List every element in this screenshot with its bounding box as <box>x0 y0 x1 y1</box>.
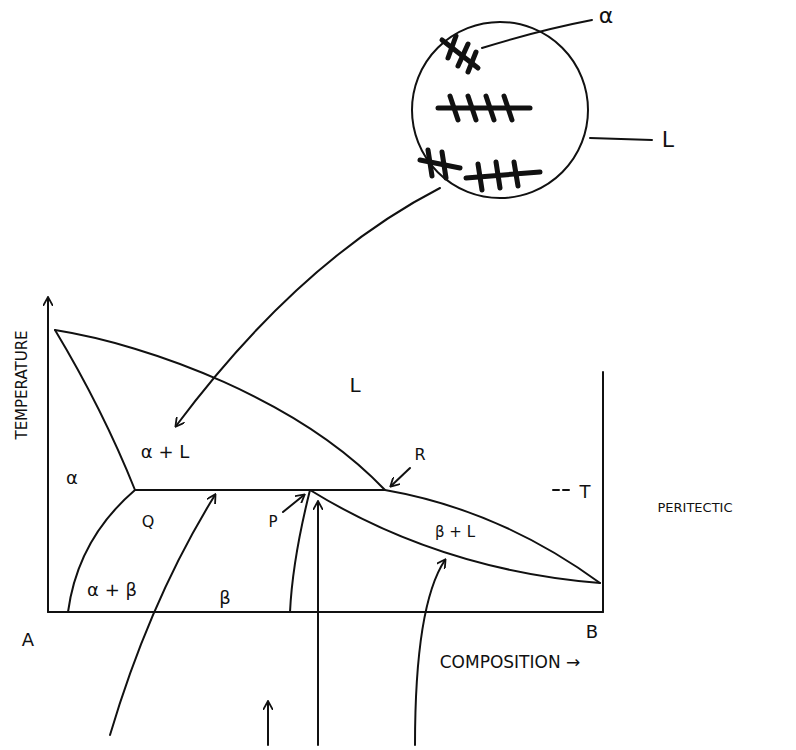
region-label: L <box>347 374 362 396</box>
component-label: B <box>584 622 600 642</box>
temperature-label: PERITECTIC <box>655 501 734 515</box>
temperature-label: T <box>578 482 593 502</box>
region-label: α <box>64 468 80 488</box>
pointer-arrow <box>176 188 440 426</box>
region-label: α + β <box>85 580 139 600</box>
point-label: P <box>266 514 279 531</box>
pointer-arrow <box>110 495 215 735</box>
point-label: R <box>412 446 427 464</box>
dendrite-crystals <box>420 36 540 190</box>
right-axis <box>602 372 604 612</box>
pointer-arrow <box>283 495 304 512</box>
micrograph-circle <box>412 22 588 198</box>
pointer-arrow <box>267 702 269 745</box>
pointer-arrow <box>317 502 319 745</box>
region-label: β <box>217 588 233 608</box>
phase-label: L <box>660 128 676 152</box>
beta-solvus <box>290 490 310 612</box>
peritectic-line <box>135 489 385 491</box>
component-label: A <box>20 630 36 650</box>
temperature-axis <box>47 298 49 612</box>
composition-axis <box>48 611 603 613</box>
beta-solidus <box>310 490 600 583</box>
leader-line <box>482 20 592 48</box>
liquidus <box>55 330 600 583</box>
phase-label: α <box>597 4 616 28</box>
axis-title: COMPOSITION → <box>438 653 583 672</box>
point-label: Q <box>140 513 157 531</box>
axis-title: TEMPERATURE <box>14 328 31 441</box>
leader-line <box>590 138 652 140</box>
pointer-arrow <box>391 468 410 486</box>
alpha-solidus <box>55 330 135 490</box>
region-label: β + L <box>433 524 477 541</box>
region-label: α + L <box>139 442 191 462</box>
temperature-tick <box>553 489 569 491</box>
